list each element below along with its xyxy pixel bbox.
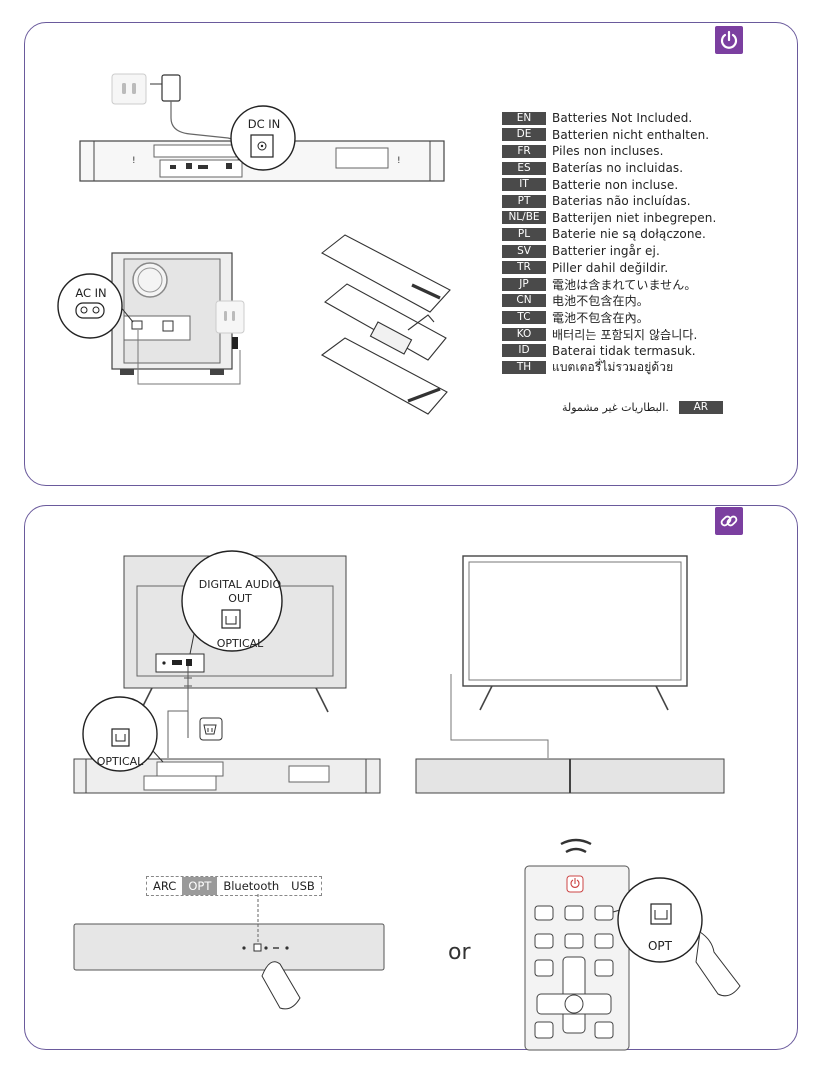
lang-text: 電池は含まれていません。 xyxy=(552,277,697,292)
ac-in-magnifier xyxy=(57,273,134,339)
power-illustrations: ! ! xyxy=(57,73,451,415)
lang-code-ar: AR xyxy=(678,401,723,414)
lang-text: 배터리는 포함되지 않습니다. xyxy=(552,327,698,342)
lang-row: NL/BE Batterijen niet inbegrepen. xyxy=(502,210,716,227)
or-label: or xyxy=(448,940,471,965)
lang-text: Batterier ingår ej. xyxy=(552,244,660,259)
lang-text: Piller dahil değildir. xyxy=(552,260,669,275)
svg-text:!: ! xyxy=(397,156,401,166)
lang-text: Baterie nie są dołączone. xyxy=(552,227,706,242)
lang-text: Batterie non incluse. xyxy=(552,177,679,192)
source-selector: ARC OPT Bluetooth USB xyxy=(146,876,322,896)
lang-row: TR Piller dahil değildir. xyxy=(502,259,716,276)
lang-code: ID xyxy=(502,344,546,358)
connection-illustrations xyxy=(73,550,741,1051)
lang-code: NL/BE xyxy=(502,211,546,225)
dc-in-label: DC IN xyxy=(247,117,281,131)
lang-code: TH xyxy=(502,360,546,374)
link-badge xyxy=(715,507,743,535)
lang-row: TC 電池不包含在內。 xyxy=(502,309,716,326)
lang-row: PL Baterie nie są dołączone. xyxy=(502,226,716,243)
lang-row: JP 電池は含まれていません。 xyxy=(502,276,716,293)
lang-text: แบตเตอรี่ไม่รวมอยู่ด้วย xyxy=(552,359,674,374)
digital-audio-out-magnifier xyxy=(181,550,283,655)
lang-text: Piles non incluses. xyxy=(552,144,664,159)
lang-row: IT Batterie non incluse. xyxy=(502,176,716,193)
subwoofer-icon xyxy=(111,252,241,385)
lang-code: CN xyxy=(502,294,546,308)
battery-language-list: EN Batteries Not Included. DE Batterien nic… xyxy=(502,110,716,376)
link-icon xyxy=(720,515,738,527)
lang-text: 電池不包含在內。 xyxy=(552,310,649,325)
optical-tv-label: OPTICAL xyxy=(216,637,264,650)
lang-text: Batteries Not Included. xyxy=(552,111,693,126)
lang-code: EN xyxy=(502,111,546,125)
power-icon xyxy=(720,30,738,49)
digital-audio-out-label: DIGITAL AUDIO xyxy=(198,578,282,591)
lang-code: KO xyxy=(502,327,546,341)
optical-cable xyxy=(167,700,223,758)
remote-battery-illustration xyxy=(320,234,451,415)
lang-code: TC xyxy=(502,310,546,324)
optical-soundbar-label: OPTICAL xyxy=(96,755,144,768)
lang-text: 电池不包含在内。 xyxy=(552,294,649,309)
ac-in-label: AC IN xyxy=(75,286,107,300)
lang-text: Batterijen niet inbegrepen. xyxy=(552,210,717,225)
lang-code: IT xyxy=(502,178,546,192)
lang-row: DE Batterien nicht enthalten. xyxy=(502,127,716,144)
lang-row: EN Batteries Not Included. xyxy=(502,110,716,127)
source-usb[interactable]: USB xyxy=(291,879,315,893)
remote-opt-label: OPT xyxy=(647,939,672,953)
lang-code: TR xyxy=(502,261,546,275)
optical-magnifier xyxy=(82,696,164,772)
power-badge xyxy=(715,26,743,54)
lang-row: TH แบตเตอรี่ไม่รวมอยู่ด้วย xyxy=(502,359,716,376)
lang-code: DE xyxy=(502,128,546,142)
lang-code: ES xyxy=(502,161,546,175)
lang-row: FR Piles non incluses. xyxy=(502,143,716,160)
digital-audio-out-label-line2: OUT xyxy=(228,592,252,605)
lang-row: ID Baterai tidak termasuk. xyxy=(502,342,716,359)
power-adapter-icon xyxy=(150,74,241,151)
lang-code: JP xyxy=(502,277,546,291)
lang-code: PL xyxy=(502,227,546,241)
source-opt[interactable]: OPT xyxy=(182,877,218,895)
tv-front-icon xyxy=(450,555,688,758)
lang-text: Baterai tidak termasuk. xyxy=(552,343,696,358)
lang-text: Baterias não incluídas. xyxy=(552,194,691,209)
lang-row: ES Baterías no incluidas. xyxy=(502,160,716,177)
wall-outlet-icon xyxy=(111,73,147,105)
lang-text: Baterías no incluidas. xyxy=(552,161,684,176)
lang-code: SV xyxy=(502,244,546,258)
svg-text:!: ! xyxy=(132,156,136,166)
dc-in-magnifier xyxy=(230,105,296,171)
soundbar-rear-icon xyxy=(73,758,381,794)
source-arc[interactable]: ARC xyxy=(153,879,177,893)
wall-outlet-icon xyxy=(215,300,245,349)
lang-row: KO 배터리는 포함되지 않습니다. xyxy=(502,326,716,343)
lang-row: SV Batterier ingår ej. xyxy=(502,243,716,260)
remote-control-icon xyxy=(524,838,630,1051)
lang-text: Batterien nicht enthalten. xyxy=(552,127,710,142)
lang-row: CN 电池不包含在内。 xyxy=(502,293,716,310)
opt-magnifier xyxy=(612,877,741,997)
soundbar-source-icon xyxy=(73,894,385,1010)
lang-code: PT xyxy=(502,194,546,208)
soundbar-front-icon xyxy=(415,758,725,794)
source-bluetooth[interactable]: Bluetooth xyxy=(223,879,280,893)
lang-text-ar: البطاريات غير مشمولة. xyxy=(562,401,669,414)
lang-row-ar: البطاريات غير مشمولة. AR xyxy=(562,401,723,414)
lang-code: FR xyxy=(502,144,546,158)
lang-row: PT Baterias não incluídas. xyxy=(502,193,716,210)
